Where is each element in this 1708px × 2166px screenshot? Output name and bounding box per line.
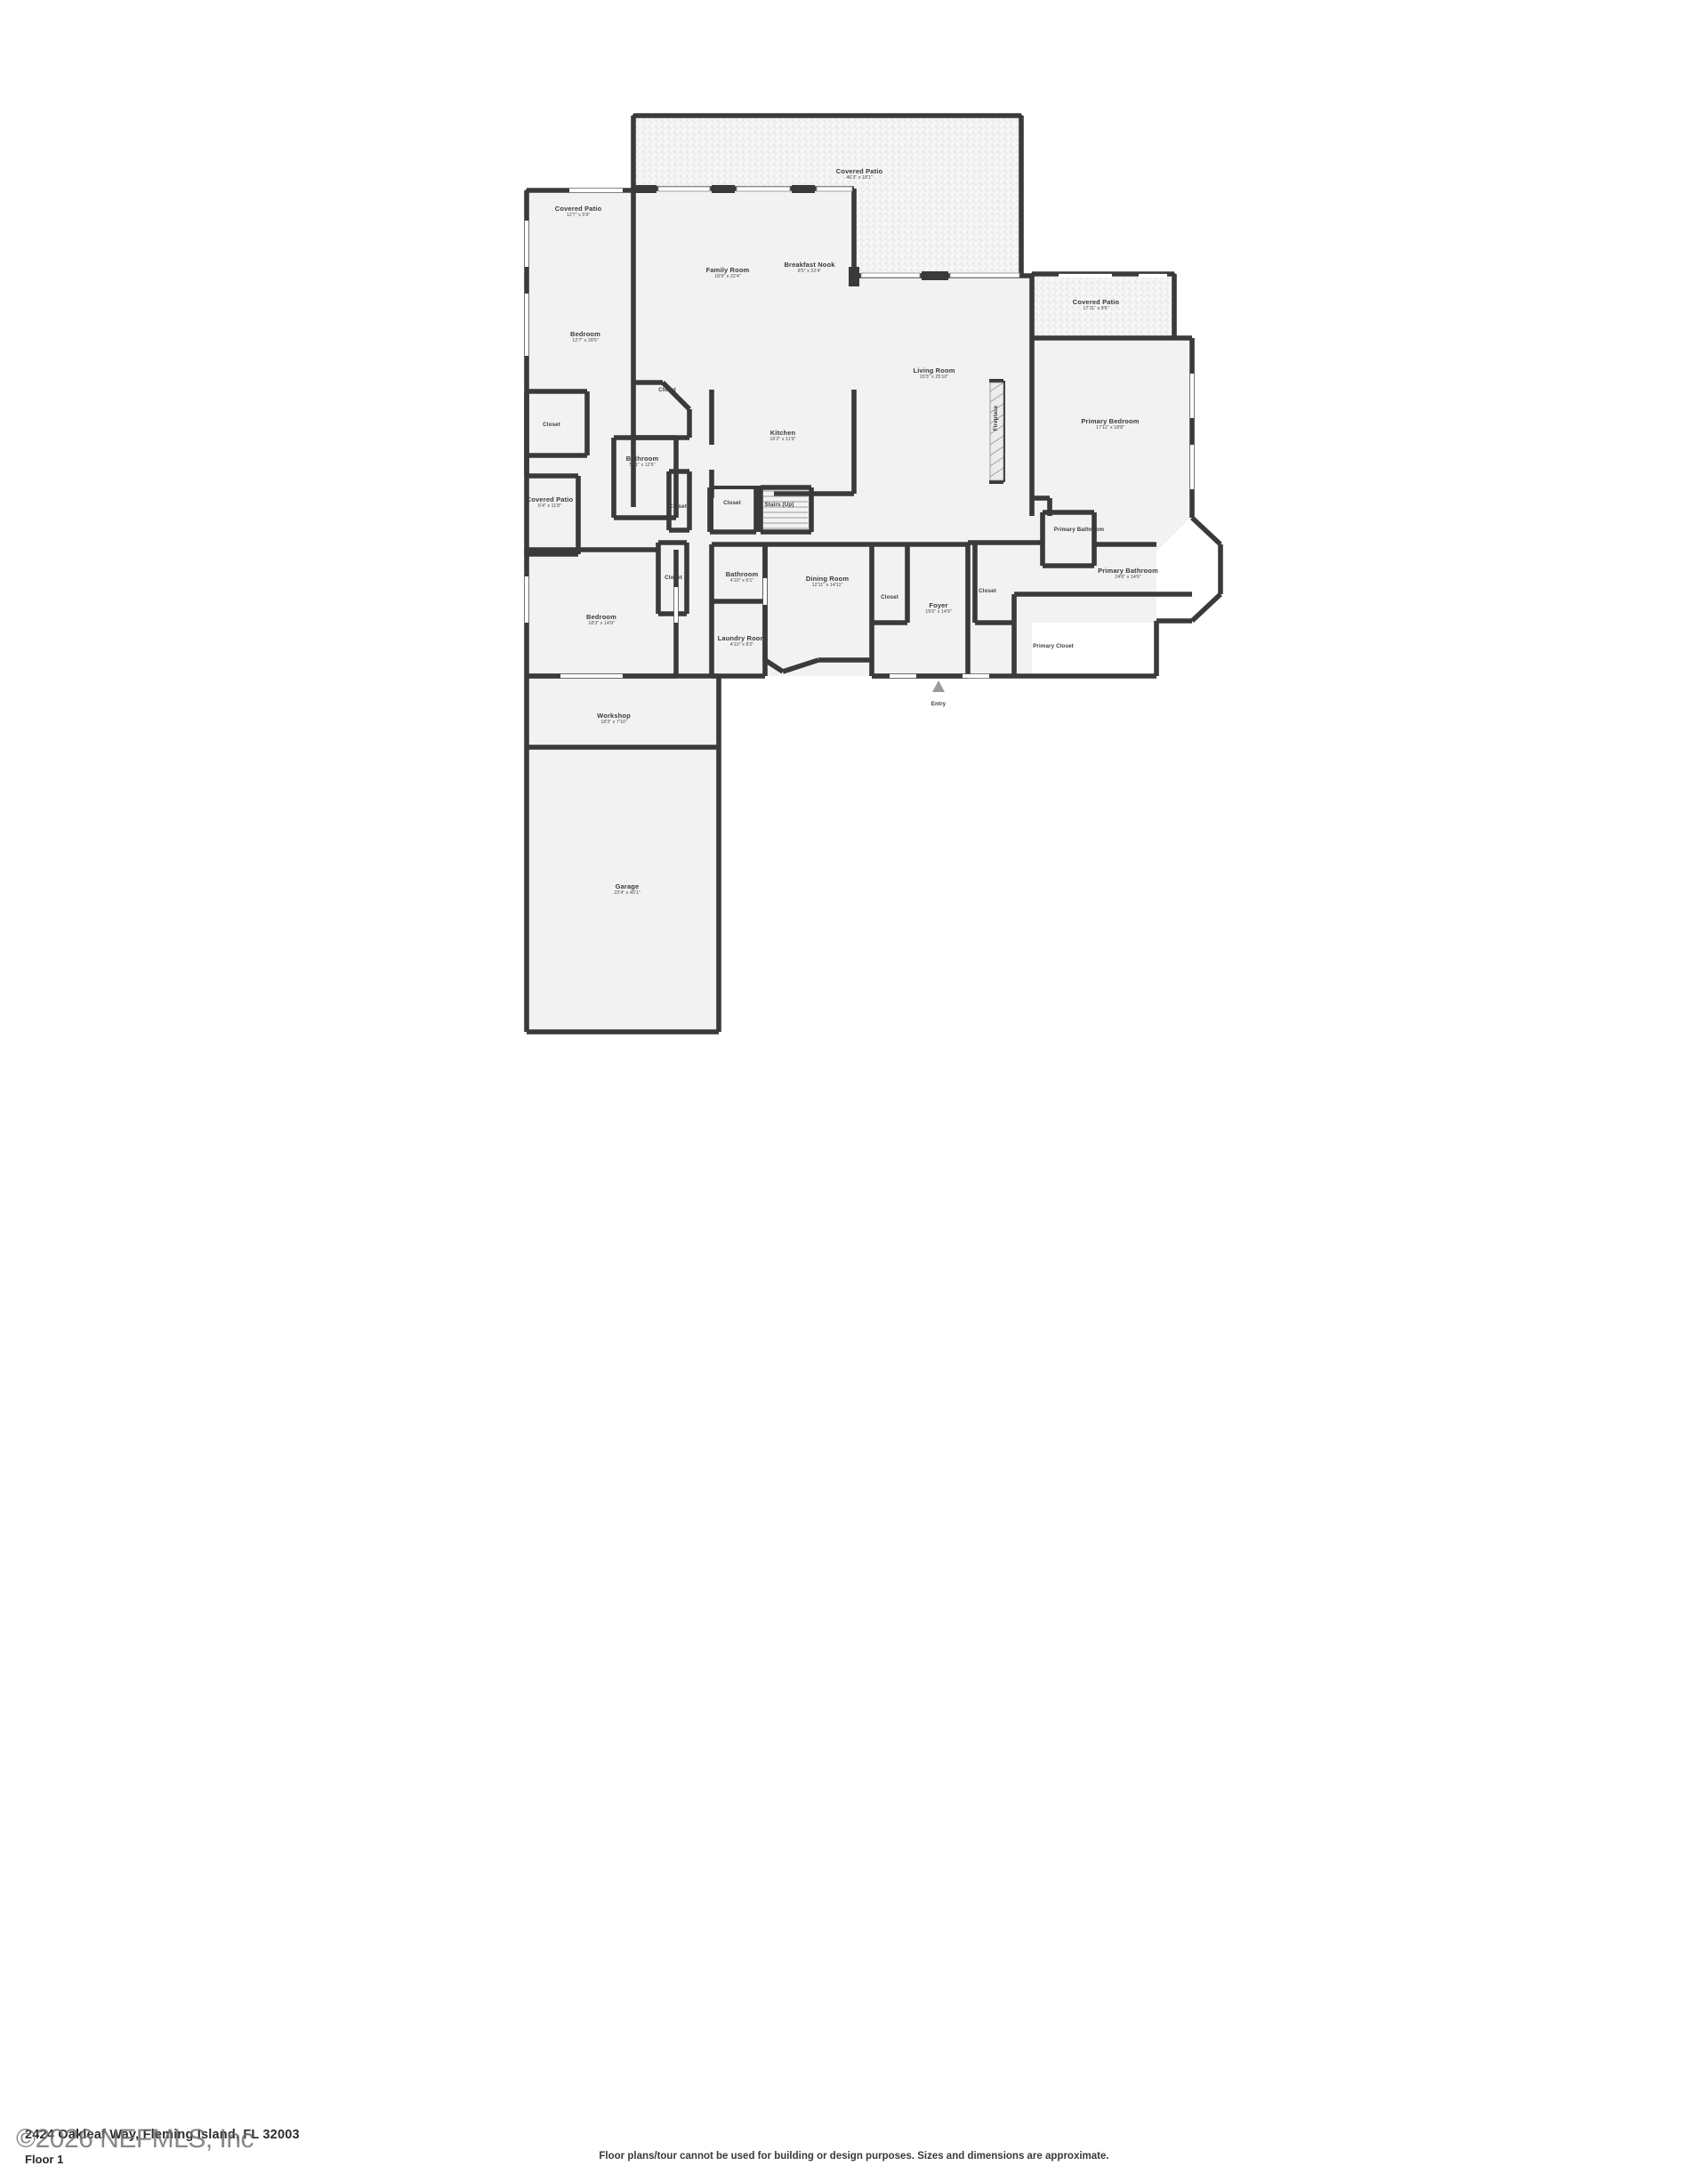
stairs-treads [763,490,808,529]
floor-plan-canvas [524,113,1223,1035]
patio-fill-right [1030,272,1176,340]
window-markers [633,185,948,286]
window-glass [657,186,1020,278]
garage-fill [527,747,719,1032]
copyright-watermark: ©2026 NEFMLS, Inc [16,2124,254,2154]
openings [524,188,1195,679]
entry-arrow [932,680,945,692]
fireplace-hatch [989,382,1004,481]
floor-plan-svg [524,113,1223,1035]
disclaimer-text: Floor plans/tour cannot be used for buil… [599,2151,1109,2162]
footer: 2424 Oakleaf Way, Fleming Island, FL 320… [0,1032,1708,2166]
